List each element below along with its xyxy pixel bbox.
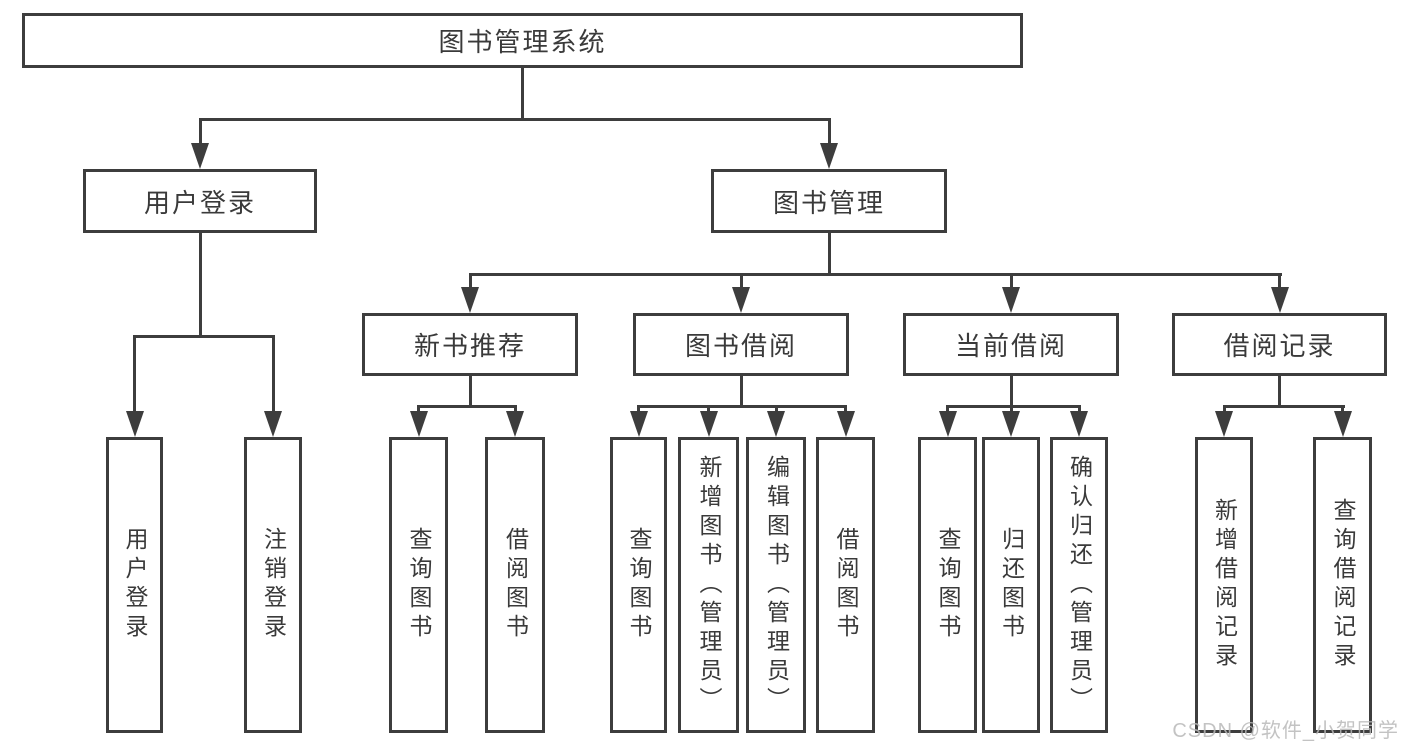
node-label: 当前借阅 <box>954 331 1067 361</box>
node-label: 新增图书（管理员） <box>696 454 722 716</box>
connector-line <box>1278 376 1281 408</box>
connector-line <box>199 233 202 338</box>
arrow-down-icon <box>191 143 209 169</box>
node-label: 查询图书 <box>935 527 961 643</box>
node-label: 查询借阅记录 <box>1330 498 1356 672</box>
node-leaf-query-books-borrowing: 查询图书 <box>610 437 667 733</box>
node-current-borrowing: 当前借阅 <box>903 313 1119 376</box>
arrow-down-icon <box>264 411 282 437</box>
node-label: 确认归还（管理员） <box>1066 454 1093 716</box>
node-label: 用户登录 <box>122 527 148 643</box>
connector-line <box>707 405 710 413</box>
arrow-down-icon <box>1334 411 1352 437</box>
connector-line <box>514 405 517 413</box>
node-new-book-recommend: 新书推荐 <box>362 313 578 376</box>
node-user-login: 用户登录 <box>83 169 317 233</box>
arrow-down-icon <box>1215 411 1233 437</box>
node-label: 查询图书 <box>406 527 432 643</box>
arrow-down-icon <box>1271 287 1289 313</box>
node-leaf-confirm-return-admin: 确认归还（管理员） <box>1050 437 1108 733</box>
connector-line <box>637 405 847 408</box>
node-label: 新增借阅记录 <box>1211 498 1238 672</box>
connector-line <box>1010 376 1013 408</box>
node-label: 归还图书 <box>998 527 1025 643</box>
node-label: 查询图书 <box>626 527 652 643</box>
connector-line <box>775 405 778 413</box>
node-leaf-query-books-current: 查询图书 <box>918 437 977 733</box>
arrow-down-icon <box>820 143 838 169</box>
connector-line <box>740 273 743 289</box>
connector-line <box>946 405 949 413</box>
node-leaf-query-books-recommend: 查询图书 <box>389 437 448 733</box>
node-leaf-edit-books-admin: 编辑图书（管理员） <box>746 437 806 733</box>
watermark: CSDN @软件_小贺同学 <box>1172 720 1399 742</box>
node-label: 注销登录 <box>260 527 287 643</box>
connector-line <box>844 405 847 413</box>
arrow-down-icon <box>461 287 479 313</box>
arrow-down-icon <box>1070 411 1088 437</box>
node-leaf-user-login: 用户登录 <box>106 437 163 733</box>
connector-line <box>469 273 1282 276</box>
node-label: 图书借阅 <box>684 331 797 361</box>
node-root: 图书管理系统 <box>22 13 1023 68</box>
arrow-down-icon <box>1002 287 1020 313</box>
connector-line <box>740 376 743 408</box>
connector-line <box>1278 273 1281 289</box>
node-book-borrowing: 图书借阅 <box>633 313 849 376</box>
connector-line <box>133 335 275 338</box>
node-label: 编辑图书（管理员） <box>763 454 790 716</box>
connector-line <box>417 405 517 408</box>
connector-line <box>828 118 831 145</box>
node-leaf-add-books-admin: 新增图书（管理员） <box>678 437 739 733</box>
connector-line <box>828 233 831 276</box>
connector-line <box>1341 405 1344 413</box>
connector-line <box>1010 273 1013 289</box>
connector-line <box>199 118 202 145</box>
connector-line <box>1010 405 1013 413</box>
node-leaf-borrow-books-recommend: 借阅图书 <box>485 437 545 733</box>
connector-line <box>1078 405 1081 413</box>
connector-line <box>417 405 420 413</box>
node-label: 用户登录 <box>143 187 256 218</box>
node-book-management: 图书管理 <box>711 169 947 233</box>
connector-line <box>469 273 472 289</box>
node-leaf-return-books: 归还图书 <box>982 437 1040 733</box>
arrow-down-icon <box>767 411 785 437</box>
arrow-down-icon <box>700 411 718 437</box>
connector-line <box>133 335 136 413</box>
connector-line <box>946 405 1081 408</box>
connector-line <box>272 335 275 413</box>
connector-line <box>637 405 640 413</box>
node-leaf-borrow-books-borrowing: 借阅图书 <box>816 437 875 733</box>
node-label: 借阅记录 <box>1223 331 1336 361</box>
arrow-down-icon <box>630 411 648 437</box>
node-borrowing-records: 借阅记录 <box>1172 313 1387 376</box>
node-leaf-query-borrow-record: 查询借阅记录 <box>1313 437 1372 733</box>
node-label: 图书管理系统 <box>438 27 607 57</box>
node-label: 新书推荐 <box>413 331 526 361</box>
node-label: 借阅图书 <box>502 527 529 643</box>
arrow-down-icon <box>732 287 750 313</box>
arrow-down-icon <box>837 411 855 437</box>
connector-line <box>521 68 524 121</box>
node-label: 图书管理 <box>772 187 885 218</box>
node-leaf-logout: 注销登录 <box>244 437 302 733</box>
arrow-down-icon <box>939 411 957 437</box>
arrow-down-icon <box>506 411 524 437</box>
connector-line <box>1223 405 1226 413</box>
node-leaf-add-borrow-record: 新增借阅记录 <box>1195 437 1253 733</box>
node-label: 借阅图书 <box>833 527 859 643</box>
connector-line <box>1223 405 1345 408</box>
connector-line <box>199 118 831 121</box>
arrow-down-icon <box>126 411 144 437</box>
arrow-down-icon <box>1002 411 1020 437</box>
arrow-down-icon <box>410 411 428 437</box>
connector-line <box>469 376 472 408</box>
